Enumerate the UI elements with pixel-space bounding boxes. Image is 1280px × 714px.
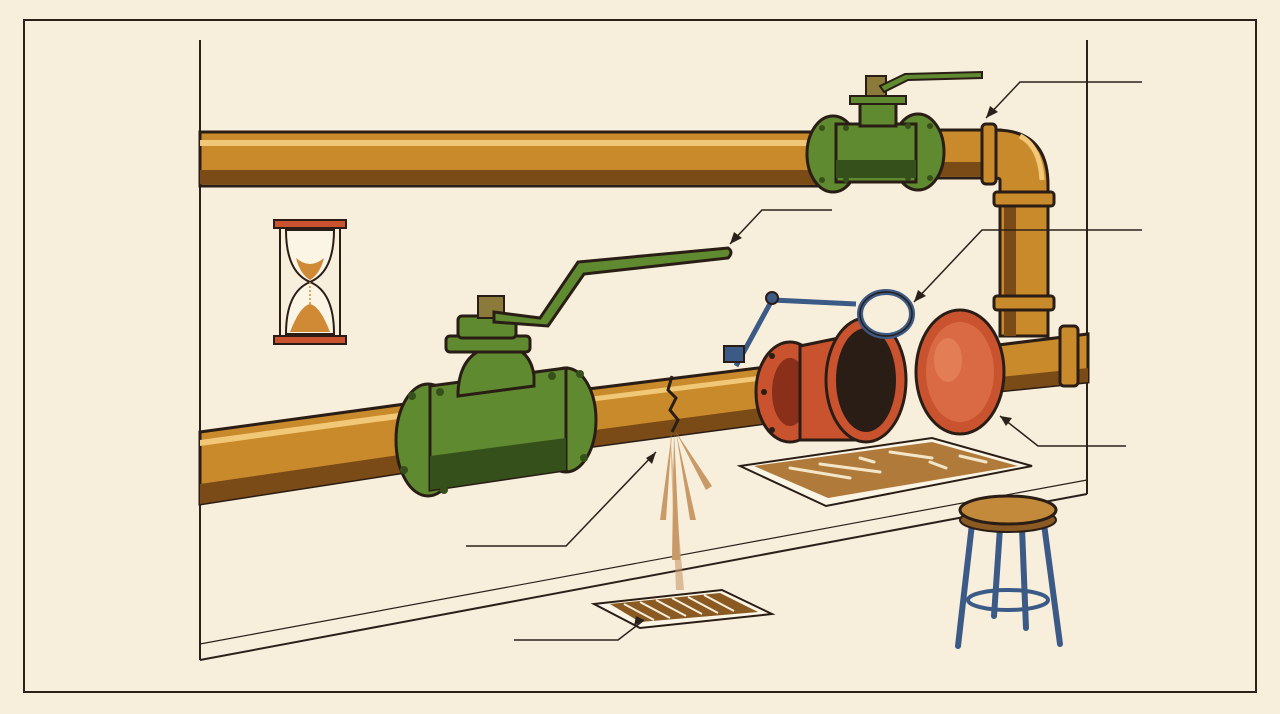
room-outline (199, 40, 1088, 661)
lower-ball-valve-icon (394, 246, 733, 498)
lower-valve-handle (492, 246, 733, 328)
upper-ball-valve-icon (805, 70, 983, 194)
open-flange (754, 316, 908, 444)
floor-drain-icon (590, 588, 776, 630)
pipe-crack-icon (666, 375, 680, 433)
blind-flange (914, 308, 1006, 436)
callout-arrowheads (634, 106, 1012, 626)
leak-spray (660, 432, 712, 590)
magnifier-icon (857, 289, 915, 339)
hourglass-icon (273, 219, 347, 345)
tool-tray-icon (736, 436, 1033, 508)
outer-frame (23, 19, 1257, 693)
pipe-elbow-icon (980, 122, 998, 186)
callout-lines (466, 81, 1142, 641)
stool-icon (955, 494, 1063, 649)
